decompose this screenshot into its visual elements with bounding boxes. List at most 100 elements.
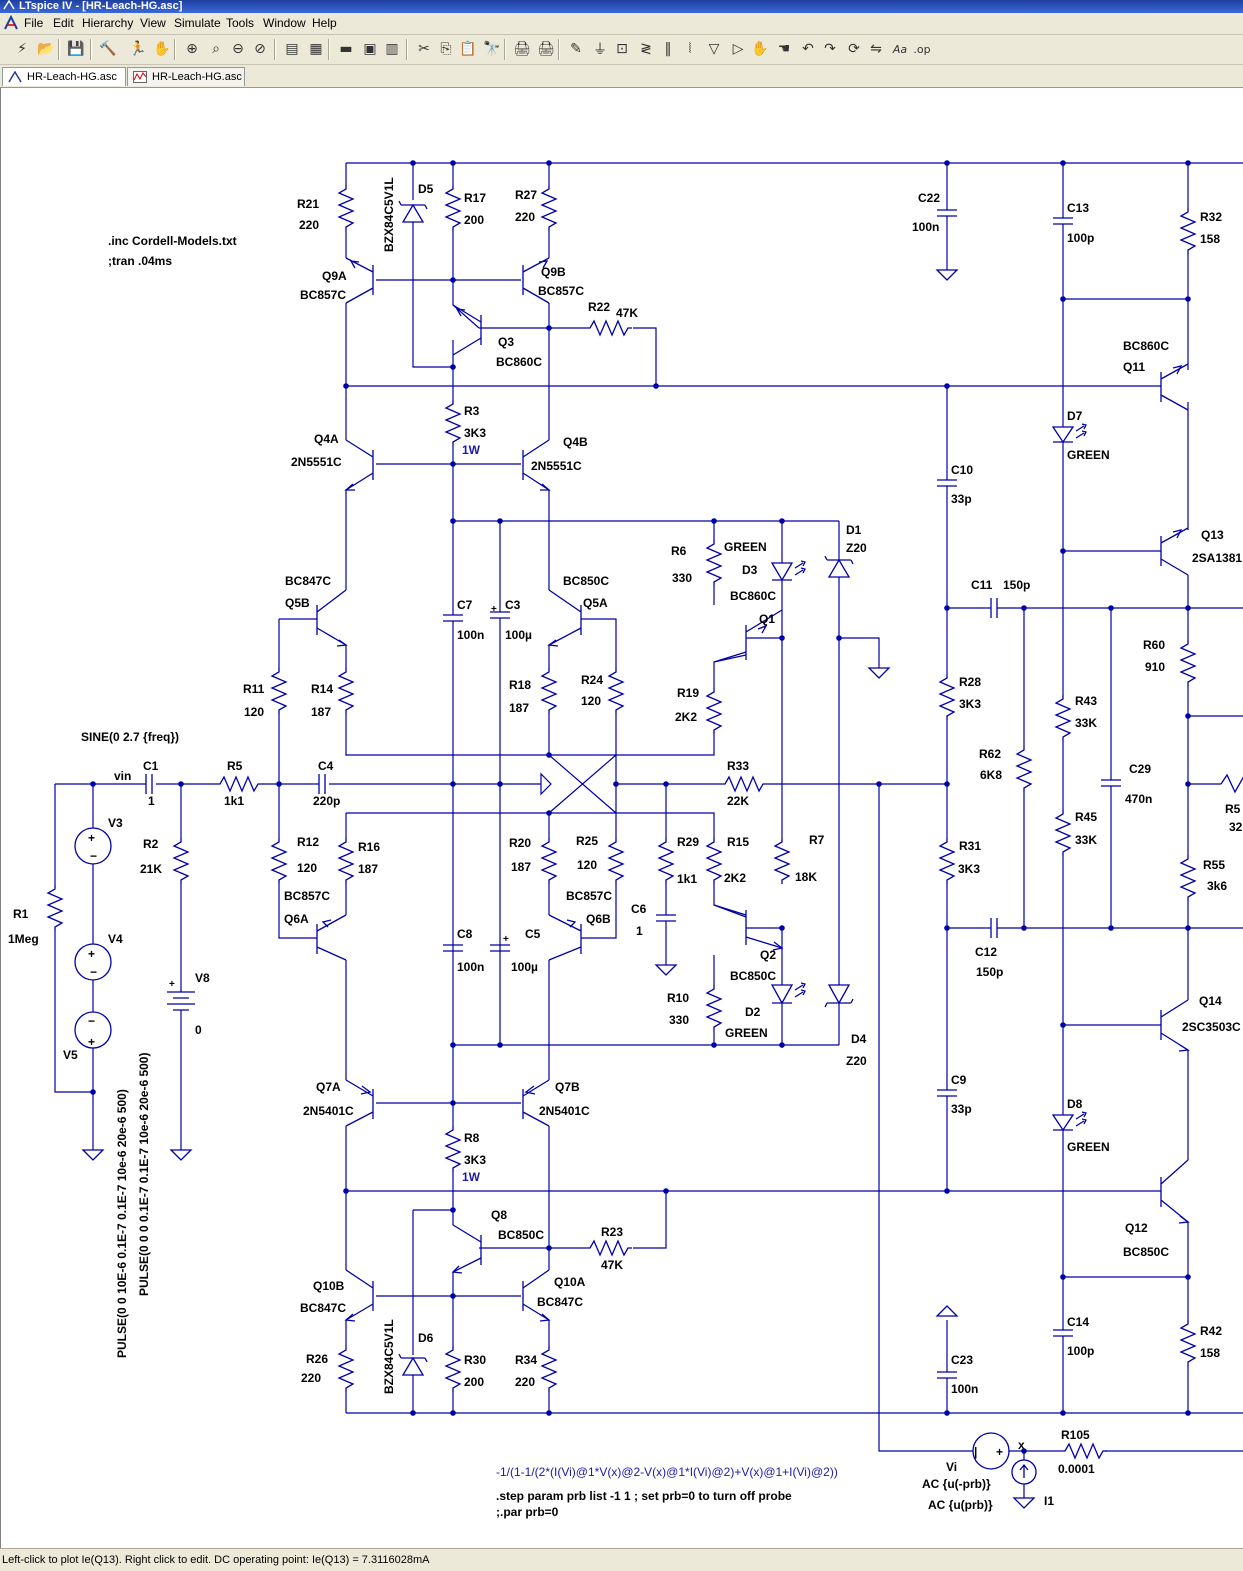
component-label[interactable]: Z20 bbox=[846, 1054, 867, 1068]
component-label[interactable]: Q8 bbox=[491, 1208, 507, 1222]
component-label[interactable]: C29 bbox=[1129, 762, 1151, 776]
component-label[interactable]: Q9A bbox=[322, 269, 347, 283]
component-label[interactable]: 187 bbox=[311, 705, 331, 719]
zoom-pan-icon[interactable]: ⌕ bbox=[212, 41, 220, 57]
component-label[interactable]: Q5A bbox=[583, 596, 608, 610]
component-label[interactable]: BC847C bbox=[285, 574, 331, 588]
component-label[interactable]: 470n bbox=[1125, 792, 1152, 806]
component-label[interactable]: BC847C bbox=[537, 1295, 583, 1309]
component-label[interactable]: 0.0001 bbox=[1058, 1462, 1095, 1476]
component-label[interactable]: Z20 bbox=[846, 541, 867, 555]
spice-directive-icon[interactable]: .op bbox=[913, 42, 931, 56]
component-label[interactable]: BC857C bbox=[284, 889, 330, 903]
component-label[interactable]: 6K8 bbox=[980, 768, 1002, 782]
component-icon[interactable]: ▷ bbox=[732, 41, 744, 57]
component-label[interactable]: 120 bbox=[581, 694, 601, 708]
drag-icon[interactable]: ☚ bbox=[777, 41, 791, 57]
component-label[interactable]: V5 bbox=[63, 1048, 78, 1062]
component-label[interactable]: x bbox=[1018, 1438, 1025, 1452]
component-label[interactable]: R34 bbox=[515, 1353, 537, 1367]
component-label[interactable]: 3K3 bbox=[464, 426, 486, 440]
component-label[interactable]: R21 bbox=[297, 197, 319, 211]
autorange-icon[interactable]: ▤ bbox=[285, 41, 299, 57]
component-label[interactable]: 47K bbox=[601, 1258, 623, 1272]
component-label[interactable]: BC857C bbox=[566, 889, 612, 903]
component-label[interactable]: R24 bbox=[581, 673, 603, 687]
component-label[interactable]: 2N5551C bbox=[291, 455, 342, 469]
component-label[interactable]: 2N5401C bbox=[303, 1104, 354, 1118]
component-label[interactable]: BC857C bbox=[538, 284, 584, 298]
tab-schematic[interactable]: HR-Leach-HG.asc bbox=[2, 67, 126, 86]
component-label[interactable]: R1 bbox=[13, 907, 29, 921]
component-label[interactable]: 2K2 bbox=[675, 710, 697, 724]
save-icon[interactable]: 💾 bbox=[67, 41, 85, 57]
component-label[interactable]: 2K2 bbox=[724, 871, 746, 885]
schematic-canvas[interactable]: + + +− +− −+ + |+ bbox=[0, 88, 1243, 1548]
component-label[interactable]: AC {u(-prb)} bbox=[922, 1477, 991, 1491]
component-label[interactable]: V3 bbox=[108, 816, 123, 830]
component-label[interactable]: 1 bbox=[636, 924, 643, 938]
rotate-icon[interactable]: ⟳ bbox=[848, 41, 860, 57]
sine-source-value[interactable]: SINE(0 2.7 {freq}) bbox=[81, 730, 179, 744]
print-setup-icon[interactable]: 🖨 bbox=[513, 41, 531, 57]
resistor-icon[interactable]: ≷ bbox=[640, 41, 652, 57]
component-label[interactable]: R5 bbox=[1225, 802, 1241, 816]
component-label[interactable]: C12 bbox=[975, 945, 997, 959]
ltspice-app-icon[interactable] bbox=[3, 15, 19, 31]
component-label[interactable]: V8 bbox=[195, 971, 210, 985]
open-icon[interactable]: 📂 bbox=[37, 41, 55, 57]
component-label[interactable]: C6 bbox=[631, 902, 647, 916]
component-label[interactable]: 21K bbox=[140, 862, 162, 876]
component-label[interactable]: 187 bbox=[511, 860, 531, 874]
capacitor-icon[interactable]: ‖ bbox=[664, 41, 672, 57]
copy-icon[interactable]: ⎘ bbox=[440, 41, 452, 57]
tile-horizontal-icon[interactable]: ▬ bbox=[339, 41, 353, 57]
component-label[interactable]: 1Meg bbox=[8, 932, 39, 946]
component-label[interactable]: Q4A bbox=[314, 432, 339, 446]
component-label[interactable]: BC850C bbox=[563, 574, 609, 588]
wire-icon[interactable]: ✎ bbox=[570, 41, 582, 57]
component-label[interactable]: 32 bbox=[1229, 820, 1243, 834]
component-label[interactable]: 910 bbox=[1145, 660, 1165, 674]
component-label[interactable]: D8 bbox=[1067, 1097, 1083, 1111]
component-label[interactable]: C22 bbox=[918, 191, 940, 205]
component-label[interactable]: 220 bbox=[515, 1375, 535, 1389]
menu-simulate[interactable]: Simulate bbox=[174, 16, 221, 30]
component-label[interactable]: 158 bbox=[1200, 1346, 1220, 1360]
menu-tools[interactable]: Tools bbox=[226, 16, 255, 30]
component-label[interactable]: 220p bbox=[313, 794, 340, 808]
component-label[interactable]: 3K3 bbox=[958, 862, 980, 876]
component-label[interactable]: 1k1 bbox=[224, 794, 244, 808]
component-label[interactable]: BZX84C5V1L bbox=[382, 177, 396, 252]
component-label[interactable]: 2N5551C bbox=[531, 459, 582, 473]
component-label[interactable]: R12 bbox=[297, 835, 319, 849]
component-label[interactable]: Q7A bbox=[316, 1080, 341, 1094]
schematic-drawing[interactable]: + + +− +− −+ + |+ bbox=[1, 88, 1243, 1548]
component-label[interactable]: Q10B bbox=[313, 1279, 345, 1293]
component-label[interactable]: 120 bbox=[297, 861, 317, 875]
component-label[interactable]: D4 bbox=[851, 1032, 867, 1046]
component-label[interactable]: C14 bbox=[1067, 1315, 1089, 1329]
component-label[interactable]: BC850C bbox=[730, 969, 776, 983]
component-label[interactable]: Q9B bbox=[541, 265, 566, 279]
component-label[interactable]: Vi bbox=[946, 1460, 957, 1474]
label-icon[interactable]: ⊡ bbox=[616, 41, 628, 57]
tab-waveform[interactable]: HR-Leach-HG.asc bbox=[127, 67, 245, 86]
component-label[interactable]: D2 bbox=[745, 1005, 761, 1019]
component-label[interactable]: 3k6 bbox=[1207, 879, 1227, 893]
component-label[interactable]: 2N5401C bbox=[539, 1104, 590, 1118]
component-label[interactable]: C9 bbox=[951, 1073, 967, 1087]
component-label[interactable]: R27 bbox=[515, 188, 537, 202]
component-label[interactable]: 1 bbox=[148, 794, 155, 808]
component-label[interactable]: R55 bbox=[1203, 858, 1225, 872]
component-label[interactable]: R25 bbox=[576, 834, 598, 848]
component-label[interactable]: BC850C bbox=[498, 1228, 544, 1242]
component-label[interactable]: Q7B bbox=[555, 1080, 580, 1094]
component-label[interactable]: R62 bbox=[979, 747, 1001, 761]
component-label[interactable]: 220 bbox=[299, 218, 319, 232]
par-directive[interactable]: ;.par prb=0 bbox=[496, 1505, 559, 1519]
component-label[interactable]: 33p bbox=[951, 492, 972, 506]
component-label[interactable]: 3K3 bbox=[464, 1153, 486, 1167]
cut-icon[interactable]: ✂ bbox=[418, 41, 430, 57]
component-label[interactable]: vin bbox=[114, 769, 131, 783]
